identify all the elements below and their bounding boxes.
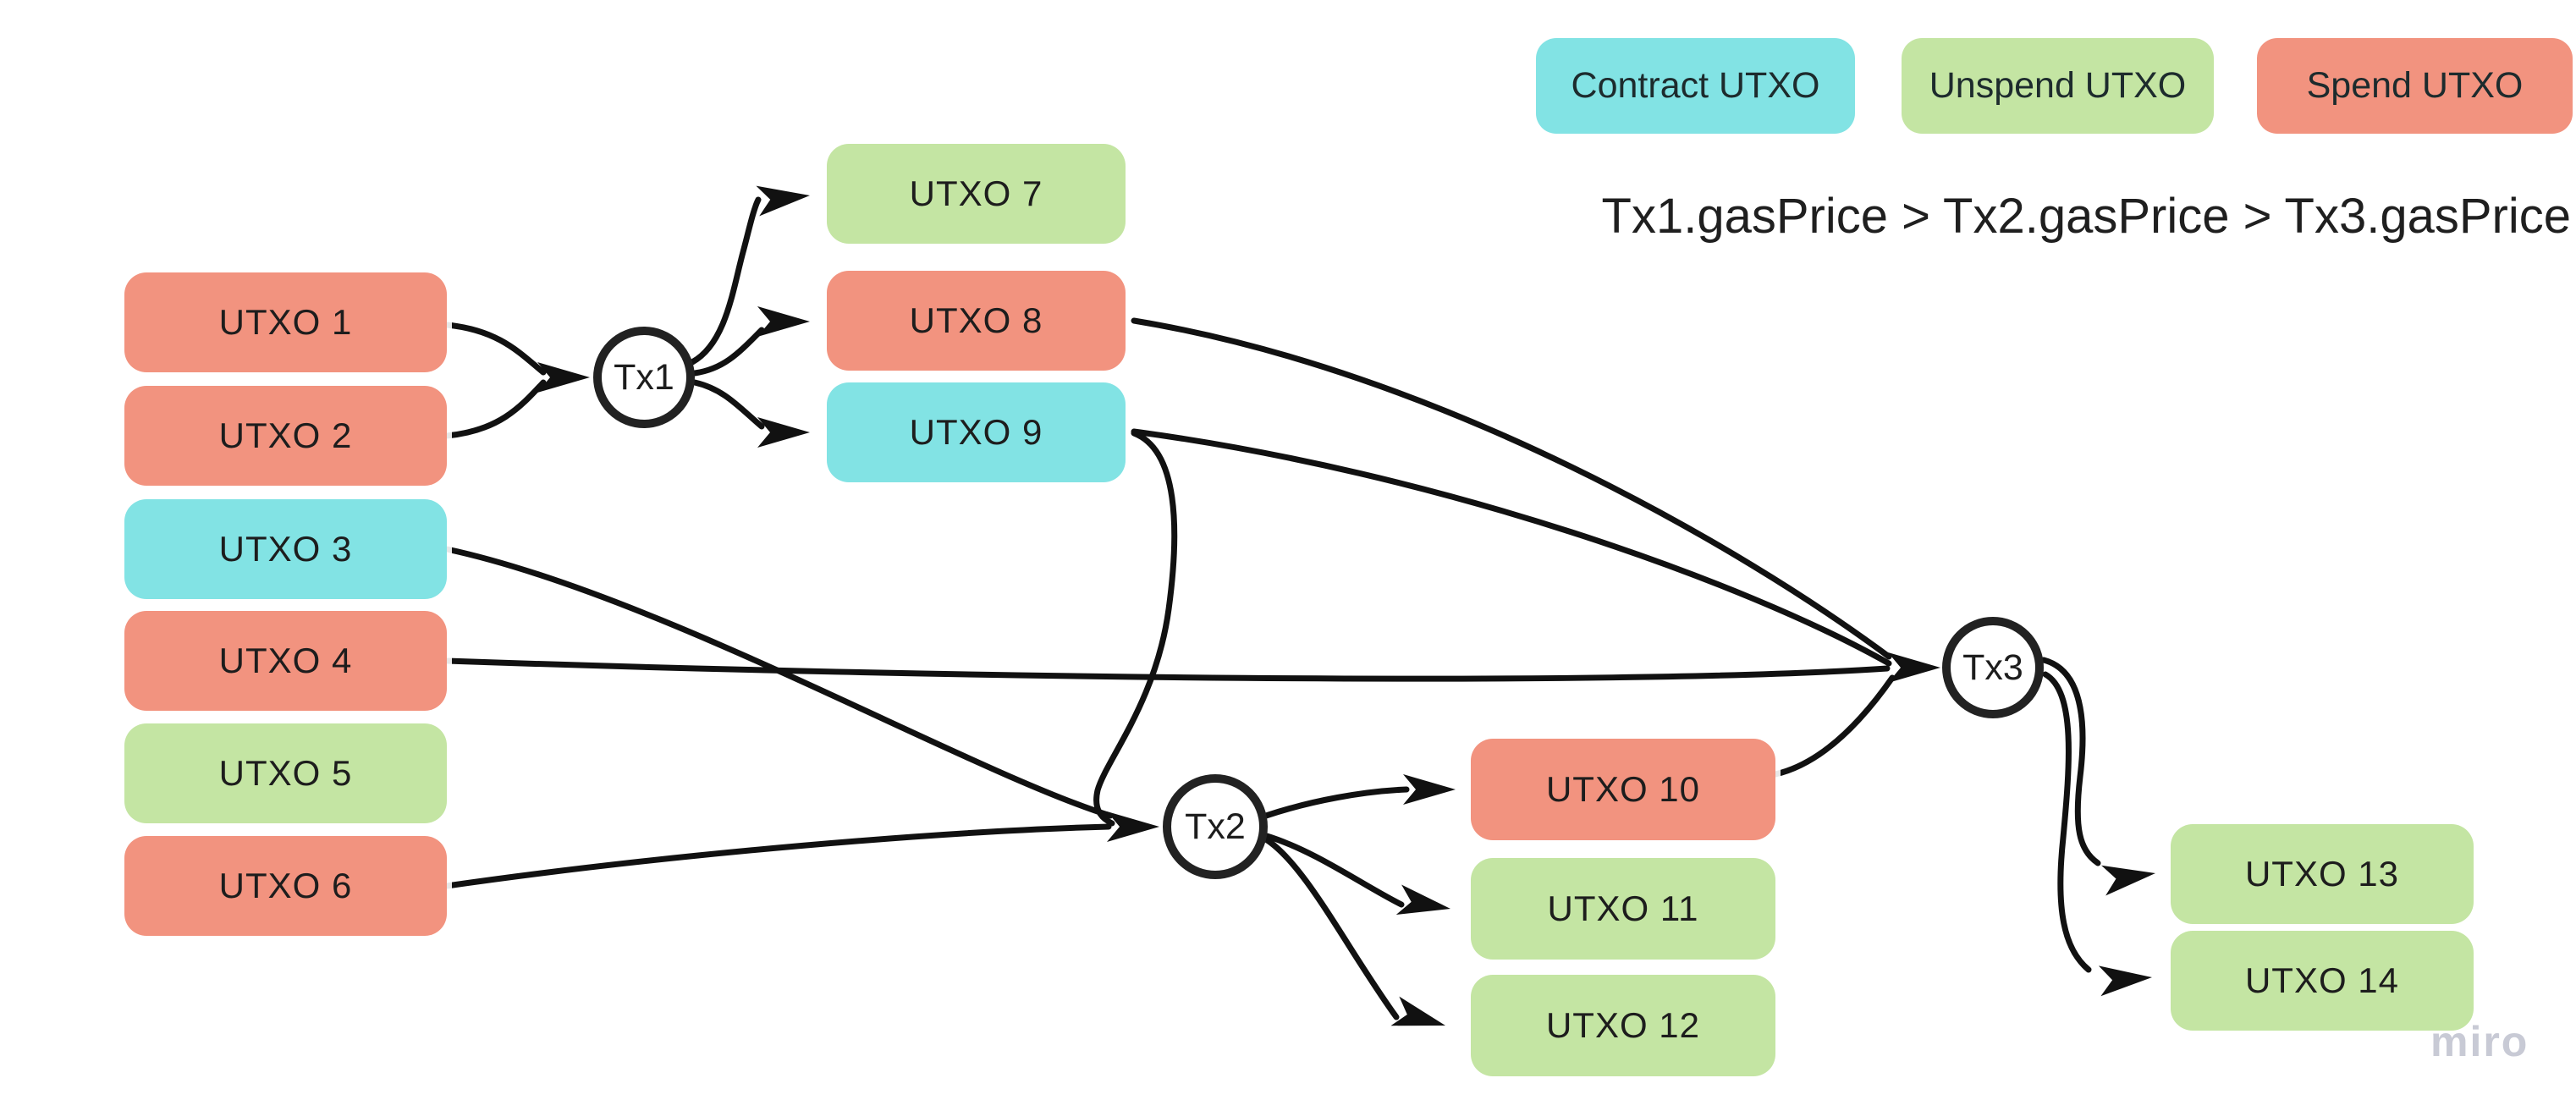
arrowhead-tx2-utxo11 — [1395, 884, 1450, 915]
arrowhead-tx1-utxo8 — [757, 306, 810, 337]
connector-utxo10-tx3[interactable] — [1772, 674, 1896, 778]
arrowhead-utxo4-tx3 — [1888, 652, 1940, 683]
node-utxo2[interactable]: UTXO 2 — [124, 386, 447, 486]
connector-tx1-utxo9[interactable] — [691, 379, 765, 430]
node-utxo3[interactable]: UTXO 3 — [124, 499, 447, 599]
connector-tx1-utxo7[interactable] — [689, 196, 762, 366]
gas-price-annotation[interactable]: Tx1.gasPrice > Tx2.gasPrice > Tx3.gasPri… — [1601, 189, 2571, 244]
connector-utxo4-tx3[interactable] — [443, 657, 1891, 682]
connector-utxo9-tx3[interactable] — [1131, 428, 1892, 667]
transaction-node-tx2[interactable]: Tx2 — [1163, 774, 1268, 879]
connector-tx2-utxo12[interactable] — [1263, 836, 1400, 1020]
arrowhead-tx3-utxo13 — [2101, 865, 2155, 896]
miro-logo: miro — [2430, 1018, 2529, 1065]
connector-utxo3-tx2[interactable] — [443, 546, 1114, 819]
arrowhead-tx2-utxo12 — [1390, 996, 1445, 1026]
arrowhead-tx1-utxo7 — [756, 185, 810, 217]
node-utxo14[interactable]: UTXO 14 — [2171, 931, 2474, 1031]
connector-tx3-utxo14[interactable] — [2042, 671, 2092, 973]
node-utxo8[interactable]: UTXO 8 — [827, 271, 1126, 371]
legend-item-spend[interactable]: Spend UTXO — [2257, 38, 2573, 134]
node-utxo11[interactable]: UTXO 11 — [1471, 858, 1775, 960]
node-utxo4[interactable]: UTXO 4 — [124, 611, 447, 711]
node-utxo6[interactable]: UTXO 6 — [124, 836, 447, 936]
node-utxo7[interactable]: UTXO 7 — [827, 144, 1126, 244]
arrowhead-tx2-utxo10 — [1403, 774, 1456, 805]
node-utxo5[interactable]: UTXO 5 — [124, 723, 447, 823]
connector-utxo1-tx1[interactable] — [443, 322, 547, 376]
connector-utxo8-tx3[interactable] — [1131, 317, 1892, 660]
connector-utxo9-tx2[interactable] — [1093, 430, 1178, 827]
node-utxo9[interactable]: UTXO 9 — [827, 382, 1126, 482]
node-utxo10[interactable]: UTXO 10 — [1471, 739, 1775, 840]
connector-tx2-utxo11[interactable] — [1263, 833, 1405, 908]
node-utxo13[interactable]: UTXO 13 — [2171, 824, 2474, 924]
node-utxo12[interactable]: UTXO 12 — [1471, 975, 1775, 1076]
arrowhead-utxo6-tx2 — [1107, 811, 1159, 842]
legend-item-contract[interactable]: Contract UTXO — [1536, 38, 1855, 134]
node-utxo1[interactable]: UTXO 1 — [124, 272, 447, 372]
connector-tx2-utxo10[interactable] — [1263, 786, 1410, 819]
legend-item-unspend[interactable]: Unspend UTXO — [1902, 38, 2214, 134]
arrowhead-tx1-utxo9 — [757, 417, 810, 448]
transaction-node-tx1[interactable]: Tx1 — [593, 327, 695, 428]
arrowhead-utxo1-tx1 — [537, 362, 590, 393]
connector-utxo6-tx2[interactable] — [443, 823, 1112, 889]
transaction-node-tx3[interactable]: Tx3 — [1942, 617, 2044, 718]
arrowhead-tx3-utxo14 — [2098, 965, 2152, 997]
connector-utxo2-tx1[interactable] — [443, 379, 547, 439]
connector-tx1-utxo8[interactable] — [691, 327, 765, 377]
connector-tx3-utxo13[interactable] — [2040, 657, 2101, 866]
